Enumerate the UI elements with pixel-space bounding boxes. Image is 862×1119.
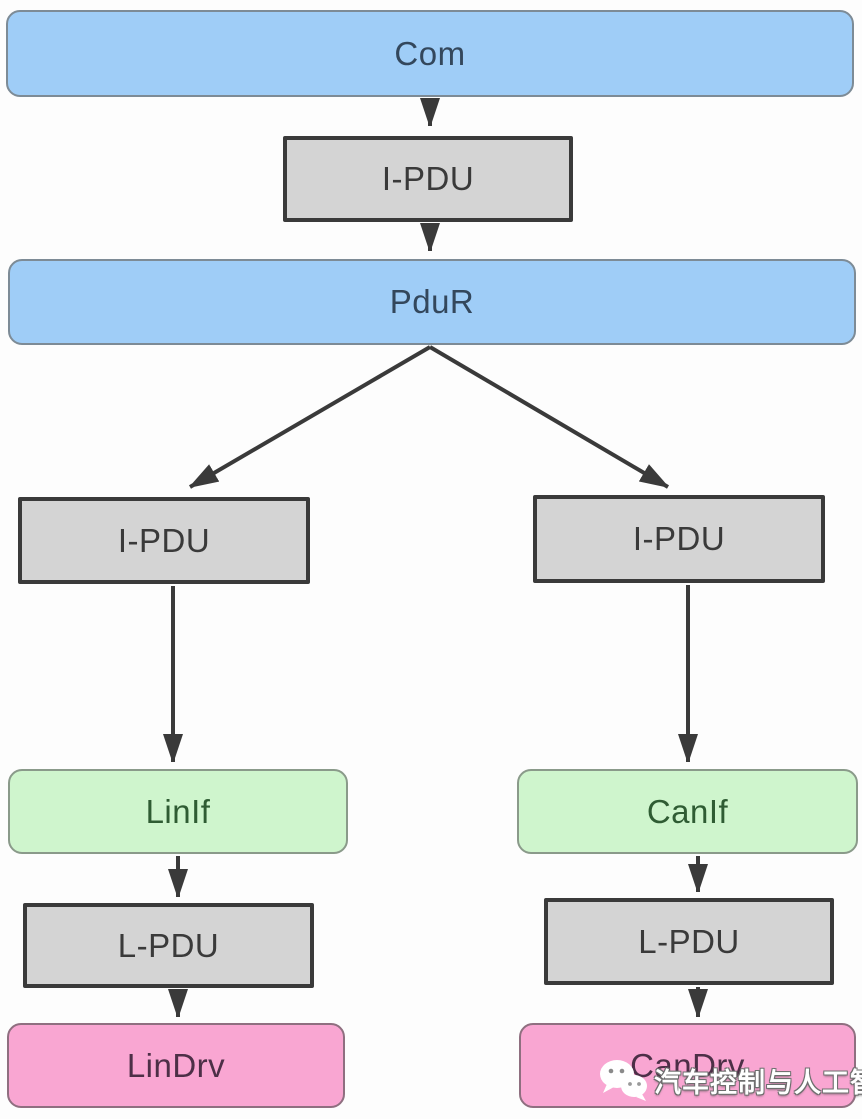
node-label: L-PDU — [638, 922, 740, 960]
node-lindrv: LinDrv — [7, 1023, 345, 1108]
node-label: I-PDU — [632, 520, 726, 557]
node-label: L-PDU — [117, 926, 220, 964]
node-ipdu-right: I-PDU — [533, 495, 825, 583]
node-linif: LinIf — [8, 769, 348, 854]
node-lpdu-left: L-PDU — [23, 903, 314, 988]
node-ipdu-top: I-PDU — [283, 136, 573, 222]
node-label: CanDrv — [630, 1046, 745, 1084]
node-label: PduR — [389, 283, 475, 320]
node-lpdu-right: L-PDU — [544, 898, 834, 985]
node-label: LinDrv — [126, 1046, 226, 1084]
node-label: LinIf — [145, 792, 211, 830]
node-canif: CanIf — [517, 769, 858, 854]
edge-pdur-ipdu-left — [190, 345, 432, 489]
node-label: CanIf — [646, 792, 729, 830]
node-candrv: CanDrv — [519, 1023, 856, 1108]
edge-pdur-ipdu-right — [428, 345, 668, 489]
node-label: I-PDU — [117, 521, 211, 559]
node-pdur: PduR — [8, 259, 856, 345]
node-label: I-PDU — [381, 160, 475, 197]
node-com: Com — [6, 10, 854, 97]
node-label: Com — [394, 34, 466, 72]
node-ipdu-left: I-PDU — [18, 497, 310, 584]
